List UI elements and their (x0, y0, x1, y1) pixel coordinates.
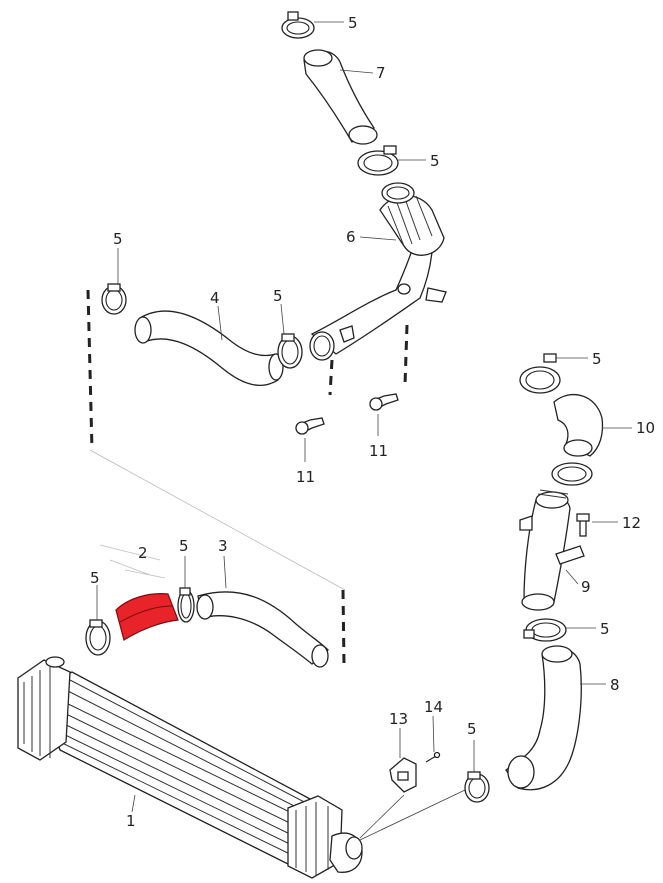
clamp-5-middle-lower[interactable] (177, 587, 195, 623)
callout-5-right-top: 5 (592, 350, 602, 368)
clamp-5-right-top[interactable] (519, 353, 561, 394)
callout-11-right: 11 (369, 442, 388, 460)
ghost-lines (89, 449, 346, 591)
clamp-5-top[interactable] (281, 11, 315, 39)
callout-5-upper-left: 5 (113, 230, 123, 248)
callout-5-left-lower: 5 (90, 569, 100, 587)
callout-13: 13 (389, 710, 408, 728)
callout-5-right-lower: 5 (600, 620, 610, 638)
callout-4: 4 (210, 289, 220, 307)
hose-part-7[interactable] (303, 49, 378, 145)
callout-2: 2 (138, 544, 148, 562)
pipe-part-6[interactable] (309, 182, 447, 361)
clamp-5-right-middle[interactable] (551, 462, 593, 486)
dashed-assembly-lines (86, 289, 409, 666)
bolt-12[interactable] (576, 513, 590, 537)
callout-12: 12 (622, 514, 641, 532)
callout-5-upper-middle: 5 (430, 152, 440, 170)
clamp-5-upper-middle[interactable] (357, 145, 399, 176)
bracket-part-13[interactable] (389, 757, 417, 793)
bolt-11-left[interactable] (295, 417, 325, 435)
intercooler-part[interactable] (17, 656, 363, 879)
callout-9: 9 (581, 578, 591, 596)
hose-part-8[interactable] (505, 645, 582, 791)
clamp-5-middle-upper[interactable] (277, 333, 303, 369)
screw-part-14[interactable] (425, 751, 441, 763)
bolt-11-right[interactable] (369, 393, 399, 411)
callout-10: 10 (636, 419, 655, 437)
clamp-5-upper-left[interactable] (101, 283, 127, 315)
clamp-5-left-lower[interactable] (85, 619, 111, 656)
callout-5-bottom: 5 (467, 720, 477, 738)
callout-7: 7 (376, 64, 386, 82)
clamp-5-bottom[interactable] (464, 771, 490, 803)
callout-1: 1 (126, 812, 136, 830)
callout-14: 14 (424, 698, 443, 716)
callout-3: 3 (218, 537, 228, 555)
hose-part-3[interactable] (196, 591, 329, 668)
pipe-part-9[interactable] (519, 489, 585, 611)
callout-5-top: 5 (348, 14, 358, 32)
hose-part-4[interactable] (134, 310, 284, 386)
hose-part-2-highlighted[interactable] (115, 593, 179, 641)
callout-5-middle-lower: 5 (179, 537, 189, 555)
hose-part-10[interactable] (553, 393, 604, 457)
callout-6: 6 (346, 228, 356, 246)
callout-5-middle-upper: 5 (273, 287, 283, 305)
clamp-5-right-lower[interactable] (523, 618, 567, 642)
highlighted-hose[interactable] (115, 593, 179, 641)
callout-8: 8 (610, 676, 620, 694)
callout-11-left: 11 (296, 468, 315, 486)
